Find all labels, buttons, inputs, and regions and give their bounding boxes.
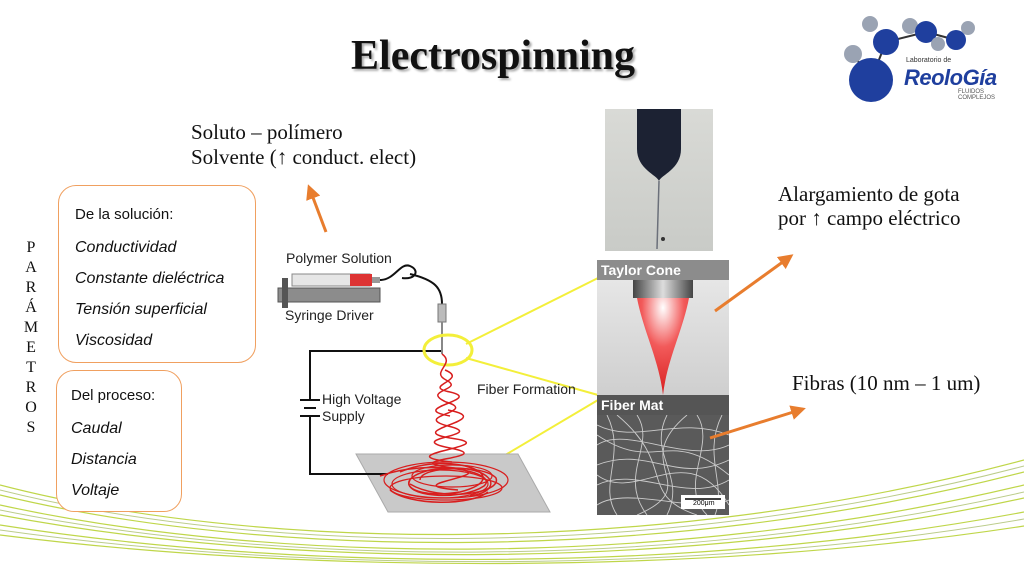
logo-small-text: Laboratorio de (906, 57, 952, 64)
circuit-wires (300, 350, 442, 475)
fiber-formation-label: Fiber Formation (477, 381, 576, 397)
syringe-driver-icon (277, 273, 381, 308)
parametros-letter: R (25, 379, 37, 396)
high-voltage-label: High Voltage Supply (322, 391, 401, 425)
fiber-mat-title: Fiber Mat (601, 397, 664, 413)
solute-line: Soluto – polímero (191, 120, 343, 144)
logo-sub-text: FLUIDOS COMPLEJOS (958, 89, 996, 101)
parametros-letter: Á (25, 299, 37, 316)
collected-fibers (383, 461, 509, 501)
fiber-mat-header (597, 395, 729, 415)
taylor-cone-title: Taylor Cone (601, 262, 681, 278)
solution-parameters-box: De la solución: Conductividad Constante … (58, 185, 256, 363)
scale-bar-label: 200μm (693, 500, 715, 507)
arrow-to-fibras (709, 405, 806, 440)
taylor-cone-icon (633, 280, 693, 395)
lab-logo: Laboratorio de ReoloGía FLUIDOS COMPLEJO… (838, 14, 1020, 110)
parametros-letter: O (25, 399, 37, 416)
droplet-needle-icon (637, 109, 681, 250)
process-parameters-box: Del proceso: Caudal Distancia Voltaje (56, 370, 182, 512)
process-item: Caudal (71, 420, 122, 437)
parametros-letter: T (26, 359, 36, 376)
gota-line1: Alargamiento de gota (778, 182, 960, 206)
gota-line2: por ↑ campo eléctrico (778, 206, 961, 230)
taylor-cone-panel: Taylor Cone (597, 260, 729, 395)
solution-tubing (379, 264, 443, 305)
solution-heading: De la solución: (75, 206, 174, 223)
parametros-letter: S (26, 419, 36, 436)
taylor-cone-header (597, 260, 729, 280)
process-heading: Del proceso: (71, 387, 156, 404)
high-voltage-line1: High Voltage (322, 391, 402, 407)
parametros-letter: M (23, 319, 39, 336)
syringe-driver-label: Syringe Driver (285, 307, 374, 323)
solution-item: Tensión superficial (75, 301, 207, 318)
jet-highlight-circle (422, 333, 474, 367)
arrow-to-gota (714, 254, 794, 313)
parametros-vertical-label: P A R Á M E T R O S (22, 238, 40, 438)
decorative-swoosh (0, 459, 1024, 565)
solute-solvent-note: Soluto – polímero Solvente (↑ conduct. e… (191, 120, 416, 170)
fiber-mat-panel: Fiber Mat 200μm (597, 395, 729, 515)
droplet-photo (605, 109, 713, 251)
parametros-letter: R (25, 279, 37, 296)
solution-item: Conductividad (75, 239, 177, 256)
electrospinning-apparatus (277, 264, 599, 513)
solution-item: Constante dieléctrica (75, 270, 225, 287)
solution-item: Viscosidad (75, 332, 153, 349)
page-title: Electrospinning (351, 33, 635, 79)
arrow-up-solution (306, 184, 328, 233)
process-item: Distancia (71, 451, 137, 468)
molecule-logo-icon (844, 16, 975, 102)
logo-brand-text: ReoloGía (904, 65, 997, 90)
parametros-letter: A (25, 259, 37, 276)
fiber-mat-texture (597, 415, 729, 515)
drop-elongation-note: Alargamiento de gota por ↑ campo eléctri… (778, 182, 961, 230)
high-voltage-line2: Supply (322, 408, 365, 424)
solvent-line: Solvente (↑ conduct. elect) (191, 145, 417, 169)
parametros-letter: E (26, 339, 36, 356)
parametros-letter: P (26, 239, 36, 256)
fiber-size-note: Fibras (10 nm – 1 um) (792, 371, 981, 395)
polymer-solution-label: Polymer Solution (286, 250, 392, 266)
process-item: Voltaje (71, 482, 120, 499)
